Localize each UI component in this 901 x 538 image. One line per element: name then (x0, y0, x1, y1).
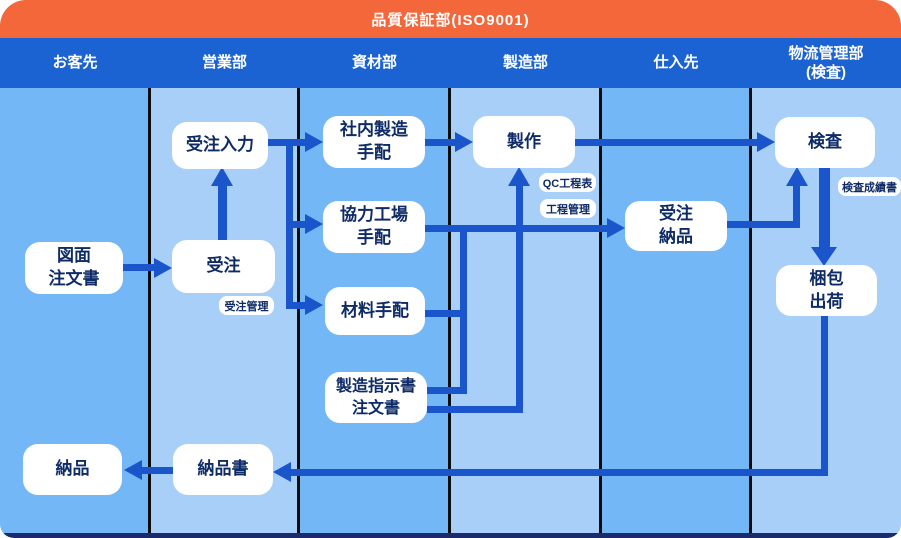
arrowhead-right-icon (757, 132, 775, 152)
pill-label: 工程管理 (546, 203, 590, 216)
node-order-delivery: 受注 納品 (625, 201, 727, 251)
column-header-customer: お客先 (0, 38, 150, 88)
node-inhouse-mfg-arrange: 社内製造 手配 (323, 116, 425, 168)
column-header-manufacturing: 製造部 (450, 38, 601, 88)
column-divider (297, 38, 300, 533)
node-material-arrange: 材料手配 (325, 287, 425, 335)
flow-line-instruction-to-joint (427, 387, 467, 394)
pill-inspection-report: 検査成績書 (838, 177, 901, 196)
flow-line-order-to-entry (218, 185, 227, 240)
column-header-label: 資材部 (351, 54, 397, 72)
column-bg-supplier (601, 88, 751, 533)
column-header-label: 営業部 (201, 54, 247, 72)
column-header-label: 仕入先 (653, 54, 699, 72)
flow-line-orderdelivery-to-inspection-h (727, 221, 800, 228)
node-production: 製作 (473, 116, 575, 168)
arrowhead-right-icon (305, 295, 323, 315)
flow-line-drawing-to-order (123, 264, 156, 271)
arrowhead-up-icon (508, 167, 530, 186)
column-divider (148, 38, 151, 533)
node-packing-shipping: 梱包 出荷 (776, 265, 877, 316)
node-label: 社内製造 手配 (340, 120, 408, 162)
flow-line-deliverynote-to-delivery (141, 467, 174, 474)
node-label: 協力工場 手配 (340, 205, 408, 247)
flow-line-packing-to-deliverynote (289, 469, 828, 476)
column-header-sales: 営業部 (150, 38, 299, 88)
arrowhead-up-icon (211, 167, 233, 186)
node-drawing-order: 図面 注文書 (25, 242, 123, 294)
flow-line-orderdelivery-to-inspection-v (793, 185, 800, 228)
flow-line-instruction-to-production-v (516, 184, 523, 413)
pill-label: QC工程表 (542, 177, 593, 190)
pill-label: 受注管理 (224, 300, 269, 313)
node-delivery-note: 納品書 (173, 444, 273, 495)
column-divider (749, 38, 752, 533)
qa-banner-title: 品質保証部(ISO9001) (371, 11, 530, 29)
node-partner-factory-arrange: 協力工場 手配 (323, 201, 425, 253)
arrowhead-right-icon (305, 214, 323, 234)
flow-line-inhouse-to-production (425, 139, 455, 146)
column-header-label: 製造部 (502, 54, 548, 72)
node-label: 製造指示書 注文書 (335, 377, 416, 417)
node-delivery: 納品 (23, 444, 122, 495)
node-mfg-instruction-order: 製造指示書 注文書 (325, 372, 427, 423)
qa-banner: 品質保証部(ISO9001) (0, 0, 901, 38)
node-order-entry: 受注入力 (172, 122, 268, 169)
node-label: 製作 (507, 131, 541, 151)
bottom-edge-bar (0, 533, 901, 538)
flow-line-entry-branch3 (286, 302, 305, 309)
flow-line-inspection-to-packing (819, 166, 830, 249)
node-label: 梱包 出荷 (809, 268, 844, 311)
node-label: 納品 (55, 459, 90, 479)
node-label: 納品書 (197, 459, 249, 479)
flow-line-instruction-to-production-h (427, 406, 523, 413)
pill-qc-process-chart: QC工程表 (539, 173, 596, 192)
node-order-received: 受注 (172, 240, 275, 293)
node-label: 図面 注文書 (48, 246, 100, 288)
arrowhead-right-icon (455, 132, 473, 152)
flow-line-entry-branch2 (286, 221, 305, 228)
column-header-label: 物流管理部 (検査) (788, 44, 864, 82)
pill-order-management: 受注管理 (219, 296, 274, 315)
arrowhead-up-icon (786, 167, 808, 186)
column-header-label: お客先 (52, 54, 98, 72)
flow-line-packing-down (821, 315, 828, 476)
column-divider (448, 38, 451, 533)
flow-line-joint-vertical (460, 225, 467, 394)
flow-line-material-to-joint (425, 310, 467, 317)
column-header-logistics: 物流管理部 (検査) (751, 38, 901, 88)
arrowhead-right-icon (154, 258, 172, 278)
pill-label: 検査成績書 (842, 181, 897, 194)
column-header-supplier: 仕入先 (601, 38, 751, 88)
column-divider (599, 38, 602, 533)
node-label: 受注 納品 (659, 204, 693, 246)
arrowhead-right-icon (607, 218, 625, 238)
node-inspection: 検査 (775, 117, 875, 168)
pill-process-management: 工程管理 (540, 199, 596, 218)
node-label: 受注入力 (186, 135, 254, 155)
arrowhead-right-icon (305, 132, 323, 152)
arrowhead-left-icon (124, 460, 142, 480)
column-header-materials: 資材部 (299, 38, 450, 88)
node-label: 受注 (206, 256, 241, 276)
node-label: 材料手配 (341, 300, 409, 320)
flow-line-production-to-inspection (575, 139, 757, 146)
node-label: 検査 (808, 132, 842, 152)
arrowhead-down-icon (811, 247, 837, 266)
arrowhead-left-icon (273, 462, 291, 482)
